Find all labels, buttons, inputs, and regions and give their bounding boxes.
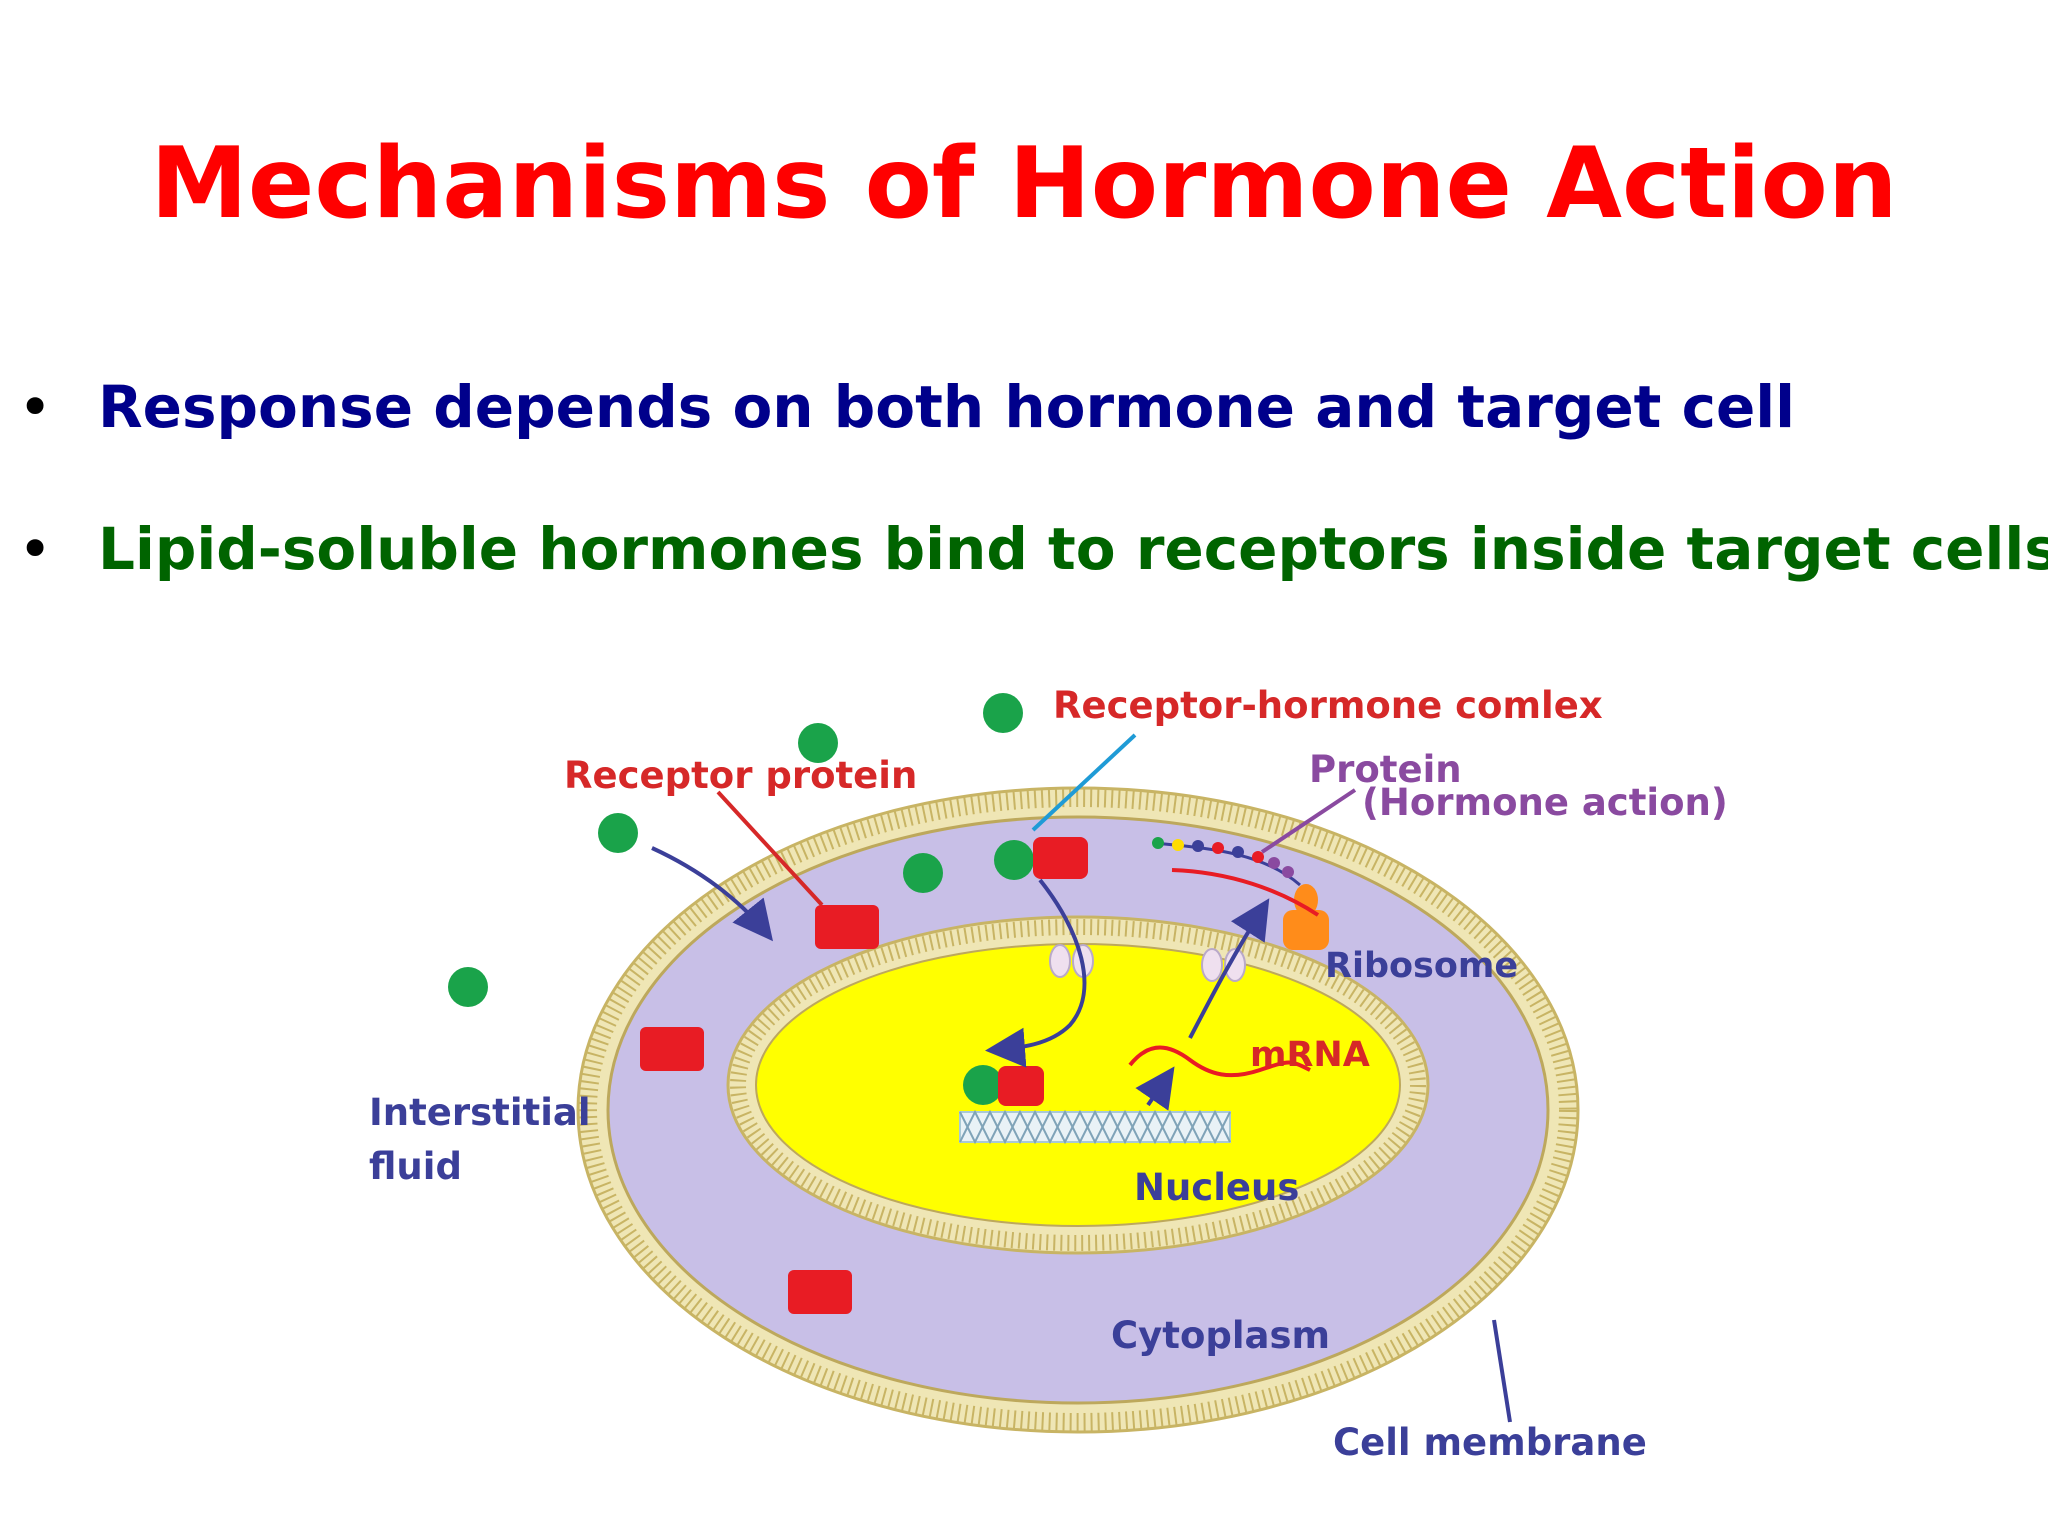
- receptor-protein: [815, 905, 879, 949]
- bullet-item: •Lipid-soluble hormones bind to receptor…: [18, 520, 2048, 578]
- label-protein: Protein: [1309, 748, 1462, 791]
- bullet-dot: •: [18, 373, 53, 441]
- label-ribosome: Ribosome: [1325, 946, 1518, 986]
- receptor-protein-pointer: [716, 790, 824, 907]
- protein-chain: [1152, 837, 1301, 887]
- bullet-text: Response depends on both hormone and tar…: [98, 373, 1796, 441]
- complex-to-nucleus-arrow: [985, 878, 1087, 1068]
- hormone-molecule: [994, 840, 1034, 880]
- label-interstitial-fluid: Interstitial: [369, 1091, 591, 1134]
- label-interstitial-fluid-2: fluid: [369, 1145, 462, 1188]
- receptor-protein: [788, 1270, 852, 1314]
- receptor-protein: [1033, 837, 1088, 879]
- hormone-molecule: [598, 813, 638, 853]
- label-hormone-action: (Hormone action): [1362, 781, 1728, 824]
- mrna-export-arrow: [1188, 898, 1270, 1039]
- mrna-on-ribosome: [1171, 868, 1320, 917]
- label-nucleus: Nucleus: [1134, 1166, 1299, 1209]
- hormone-molecule: [448, 967, 488, 1007]
- cell-membrane-ticks: [579, 789, 1577, 1431]
- nuclear-membrane-ticks: [730, 919, 1426, 1251]
- label-receptor-protein: Receptor protein: [564, 754, 917, 797]
- bullet-text: Lipid-soluble hormones bind to receptors…: [98, 515, 2048, 583]
- label-mrna: mRNA: [1250, 1035, 1370, 1075]
- transcription-arrow: [1135, 1066, 1175, 1111]
- ribosome: [1283, 884, 1329, 950]
- nucleus: [755, 943, 1401, 1227]
- receptor-protein: [998, 1066, 1044, 1106]
- bullet-item: •Response depends on both hormone and ta…: [18, 378, 1795, 436]
- hormone-molecule: [983, 693, 1023, 733]
- complex-pointer: [1031, 733, 1137, 832]
- hormone-entry-arrow: [651, 846, 773, 942]
- hormone-molecule: [798, 723, 838, 763]
- label-cytoplasm: Cytoplasm: [1111, 1314, 1330, 1357]
- nuclear-pore: [1201, 948, 1246, 982]
- label-receptor-hormone-complex: Receptor-hormone comlex: [1053, 684, 1603, 727]
- slide-title: Mechanisms of Hormone Action: [150, 127, 1898, 241]
- hormone-molecule: [963, 1065, 1003, 1105]
- hormone-molecule: [903, 853, 943, 893]
- receptor-protein: [640, 1027, 704, 1071]
- dna-strand: [959, 1109, 1231, 1145]
- protein-pointer: [1260, 788, 1357, 854]
- membrane-pointer: [1492, 1319, 1512, 1423]
- label-cell-membrane: Cell membrane: [1333, 1421, 1647, 1464]
- bullet-dot: •: [18, 515, 53, 583]
- mrna-strand: [1128, 1045, 1311, 1078]
